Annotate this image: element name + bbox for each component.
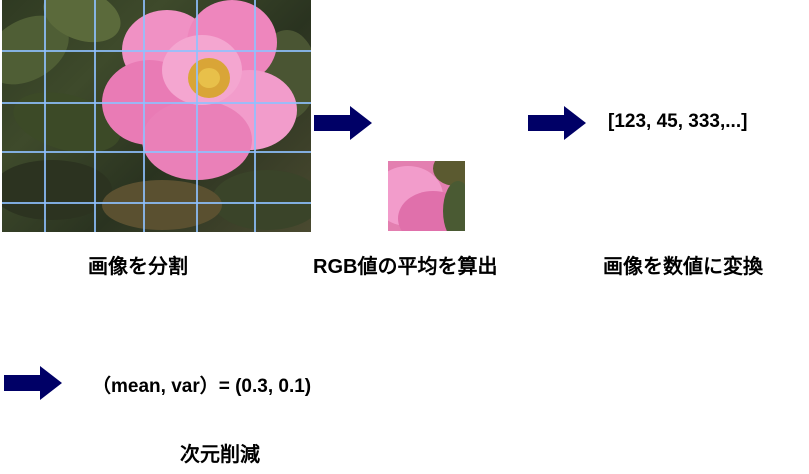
right-arrow-icon xyxy=(314,106,372,140)
numeric-vector-text: [123, 45, 333,...] xyxy=(608,111,748,132)
right-arrow-icon xyxy=(528,106,586,140)
rgb-average-label: RGB値の平均を算出 xyxy=(313,256,498,278)
averaged-cell-image xyxy=(388,161,465,231)
image-to-number-label: 画像を数値に変換 xyxy=(603,256,763,278)
right-arrow-icon xyxy=(4,366,62,400)
mean-var-formula: （mean, var）= (0.3, 0.1) xyxy=(92,376,312,397)
dimension-reduction-label: 次元削減 xyxy=(180,444,260,466)
split-image-label: 画像を分割 xyxy=(88,256,188,278)
flower-photo-grid xyxy=(2,0,311,232)
